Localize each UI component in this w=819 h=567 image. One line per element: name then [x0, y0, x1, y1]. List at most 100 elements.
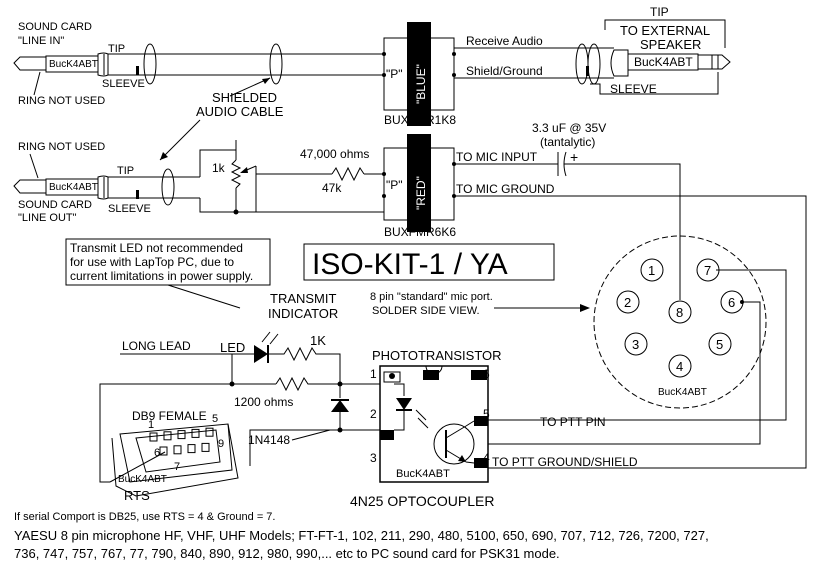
mic-pin-8 [668, 300, 692, 324]
transformer-red-part: BUXFMR6K6 [384, 225, 456, 239]
mic-pin-6-label: 6 [728, 295, 735, 310]
optocoupler-text: 4N25 OPTOCOUPLER [350, 493, 494, 509]
shield-ground-text: Shield/Ground [466, 64, 543, 78]
mic-pin-1 [640, 258, 664, 282]
db9-pin5-text: 5 [212, 413, 218, 425]
opto-pin5-text: 5 [483, 407, 490, 421]
led-diode-symbol [254, 345, 268, 363]
title-box [303, 243, 555, 281]
speaker-plug: BucK4ABT [600, 47, 731, 79]
mic-pin-4-label: 4 [676, 359, 683, 374]
line-in-shield-ring-2 [269, 43, 283, 85]
transformer-blue-core [407, 22, 431, 126]
db9-bottom-pin [187, 444, 196, 454]
r1k-resistor [268, 346, 334, 362]
line-out-plug: BucK4ABT [13, 175, 118, 200]
db9-pin9-text: 9 [218, 438, 224, 450]
r1k-text: 1K [310, 333, 326, 348]
phototransistor-text: PHOTOTRANSISTOR [372, 348, 502, 363]
led-note-arrow [167, 284, 241, 309]
speaker-tip-text: TIP [650, 5, 669, 19]
line-out-sleeve-text: SLEEVE [108, 203, 151, 215]
transformer-red: "P" "RED" [382, 134, 456, 232]
line-in-sleeve-marker [136, 66, 139, 75]
ptt-pin-wire [488, 269, 787, 421]
opto-brand-text: BucK4ABT [396, 468, 450, 480]
line-in-sound-card-text: SOUND CARD [18, 21, 92, 33]
line-out-ring-not-used: RING NOT USED [18, 141, 105, 153]
opto-pin2-text: 2 [370, 407, 377, 421]
shielded-text: SHIELDED [212, 90, 277, 105]
ground-wire [249, 429, 340, 466]
mic-pin-5 [708, 332, 732, 356]
mic-connector-label: BucK4ABT [658, 387, 707, 398]
line-out-ring-pointer [29, 153, 39, 179]
audio-cable-text: AUDIO CABLE [196, 104, 284, 119]
r1200-text: 1200 ohms [234, 395, 293, 409]
to-ptt-pin-text: TO PTT PIN [540, 415, 606, 429]
potentiometer-1k [199, 140, 257, 215]
to-ptt-ground-text: TO PTT GROUND/SHIELD [492, 455, 638, 469]
db9-label: DB9 FEMALE [132, 409, 207, 423]
mic-pin-3 [624, 332, 648, 356]
r1k-wire-right [334, 353, 341, 384]
transmit-text: TRANSMIT [270, 291, 337, 306]
line-out-sleeve-marker [136, 190, 139, 199]
rts-to-pin7 [109, 451, 166, 483]
db9-top-pin [177, 430, 186, 440]
db9-pin6-text: 6 [154, 447, 160, 459]
to-mic-input-text: TO MIC INPUT [456, 150, 538, 164]
opto-pin3-text: 3 [370, 451, 377, 465]
to-external-text: TO EXTERNAL [620, 23, 710, 38]
db9-bottom-pin [159, 446, 168, 456]
mic-pin-5-label: 5 [716, 337, 723, 352]
db9-connector [111, 423, 239, 497]
footer-line-2: YAESU 8 pin microphone HF, VHF, UHF Mode… [14, 528, 709, 543]
to-mic-ground-text: TO MIC GROUND [456, 182, 555, 196]
line-out-sound-card-text: SOUND CARD [18, 199, 92, 211]
db9-bottom-pin [173, 445, 182, 455]
line-out-shield-ring [161, 168, 175, 206]
line-in-shield-ring-1 [143, 43, 157, 85]
r47k-resistor [331, 166, 365, 182]
speaker-tip-bracket [604, 19, 726, 48]
line-out-tip-text: TIP [117, 165, 134, 177]
led-note-line-3: current limitations in power supply. [70, 269, 253, 283]
opto-pin6-text: 6 [483, 367, 490, 381]
shielded-arrow-bottom [159, 119, 201, 161]
db9-brand-text: BucK4ABT [118, 474, 167, 485]
title-text: ISO-KIT-1 / YA [312, 248, 508, 281]
transformer-red-label: "RED" [414, 176, 428, 210]
line-in-plug: BucK4ABT [13, 52, 118, 77]
mic-input-to-pin8 [564, 163, 681, 300]
r47k-short-text: 47k [322, 181, 342, 195]
line-in-sleeve-text: SLEEVE [102, 78, 145, 90]
diode-text: 1N4148 [248, 433, 290, 447]
cap-plus-text: + [570, 149, 578, 165]
line-out-plug-label: BucK4ABT [49, 182, 98, 193]
mic-pin-3-label: 3 [632, 337, 639, 352]
diode-1n4148-symbol [331, 400, 349, 412]
opto-pin1-text: 1 [370, 367, 377, 381]
rts-text: RTS [124, 488, 150, 503]
mic-pin-7-label: 7 [704, 263, 711, 278]
footer-line-1: If serial Comport is DB25, use RTS = 4 &… [14, 511, 275, 523]
db9-top-pin [205, 427, 214, 437]
line-in-text: "LINE IN" [18, 35, 64, 47]
mic-ground-wire [454, 195, 807, 469]
transformer-red-p: "P" [386, 178, 403, 192]
r47k-ohms-text: 47,000 ohms [300, 147, 369, 161]
mic-pin-1-label: 1 [648, 263, 655, 278]
mic-pin-8-label: 8 [676, 305, 683, 320]
cap-type-text: (tantalytic) [540, 135, 595, 149]
speaker-plug-label: BucK4ABT [634, 55, 693, 69]
opto-pin4-text: 4 [483, 451, 490, 465]
mic-pin-2 [616, 290, 640, 314]
line-in-tip-text: TIP [108, 43, 125, 55]
speaker-text: SPEAKER [640, 37, 701, 52]
line-in-ring-pointer [33, 71, 41, 96]
line-in-plug-label: BucK4ABT [49, 59, 98, 70]
led-note-line-1: Transmit LED not recommended [70, 241, 243, 255]
